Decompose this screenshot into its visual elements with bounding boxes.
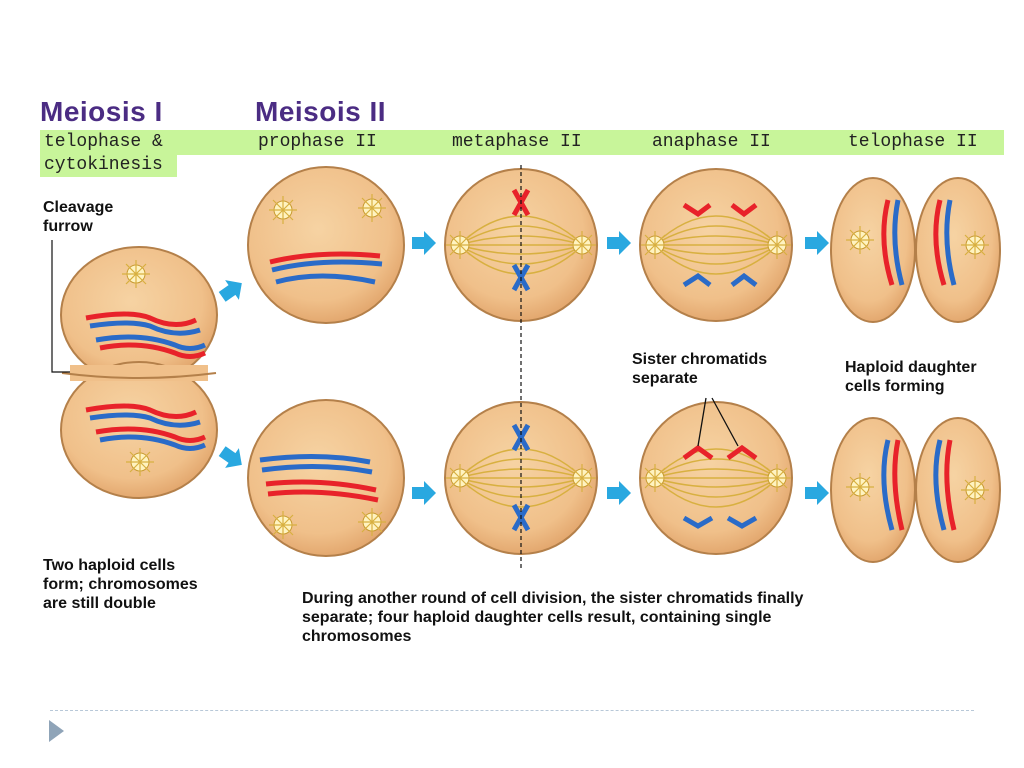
sister-chromatids-line2: separate (632, 370, 698, 387)
stage-metaphase-2: metaphase II (452, 132, 582, 152)
cleavage-furrow-pointer (51, 240, 70, 373)
stage-prophase-2: prophase II (258, 132, 377, 152)
stage-band (40, 130, 1004, 155)
footer-divider (50, 710, 974, 711)
anaphase2-cell-bottom (639, 401, 793, 555)
haploid-daughter-line1: Haploid daughter (845, 359, 977, 376)
anaphase2-cell-top (639, 168, 793, 322)
prophase2-cell-bottom (247, 399, 405, 557)
cleavage-furrow-line1: Cleavage (43, 199, 114, 216)
sister-chromatids-line1: Sister chromatids (632, 351, 768, 368)
meiosis-2-heading: Meisois II (255, 96, 387, 127)
sister-chromatids-label: Sister chromatids separate (632, 350, 767, 388)
telophase2-cells-bottom (830, 417, 1001, 563)
cleavage-furrow-line2: furrow (43, 218, 93, 235)
two-haploid-line1: Two haploid cells (43, 557, 176, 574)
haploid-daughter-line2: cells forming (845, 378, 945, 395)
cleavage-furrow-label: Cleavage furrow (43, 198, 113, 236)
prophase2-cell-top (247, 166, 405, 324)
meiosis2-summary-caption: During another round of cell division, t… (302, 589, 803, 646)
summary-line1: During another round of cell division, t… (302, 590, 804, 607)
stage-telophase-cytokinesis-line2: cytokinesis (44, 155, 163, 175)
sister-chromatids-pointer (697, 397, 739, 447)
meiosis-1-heading: Meiosis I (40, 96, 163, 127)
summary-line3: chromosomes (302, 628, 412, 645)
telophase2-cells-top (830, 177, 1001, 323)
two-haploid-line2: form; chromosomes (43, 576, 198, 593)
summary-line2: separate; four haploid daughter cells re… (302, 609, 772, 626)
two-haploid-cells-caption: Two haploid cells form; chromosomes are … (43, 556, 198, 613)
haploid-daughter-label: Haploid daughter cells forming (845, 358, 977, 396)
next-slide-arrow-icon[interactable] (49, 720, 64, 742)
meiosis1-dividing-cell (60, 246, 218, 499)
stage-telophase-2: telophase II (848, 132, 978, 152)
two-haploid-line3: are still double (43, 595, 156, 612)
stage-anaphase-2: anaphase II (652, 132, 771, 152)
stage-band-extension (40, 155, 177, 177)
stage-telophase-cytokinesis-line1: telophase & (44, 132, 163, 152)
